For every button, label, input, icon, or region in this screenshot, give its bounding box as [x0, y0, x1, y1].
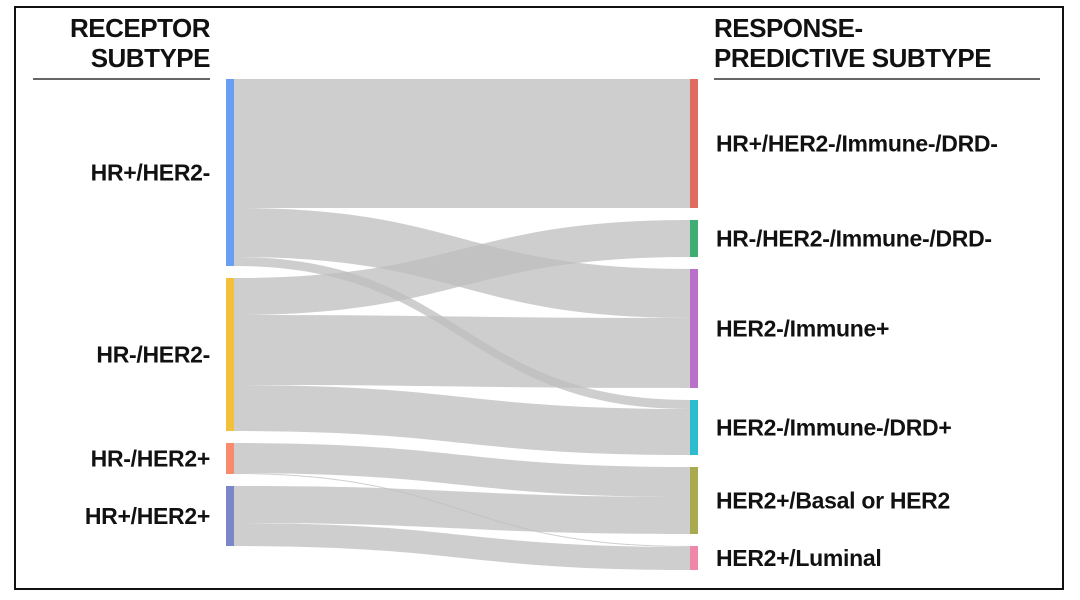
target-node-label: HER2+/Luminal — [716, 545, 881, 571]
target-node-bar — [690, 546, 698, 570]
target-node-bar — [690, 269, 698, 388]
source-node-bar — [226, 486, 234, 546]
source-node-label: HR-/HER2+ — [91, 446, 210, 472]
target-node-label: HER2-/Immune-/DRD+ — [716, 415, 952, 441]
source-node-bar — [226, 443, 234, 474]
target-node-label: HER2-/Immune+ — [716, 316, 889, 342]
target-node-bar — [690, 467, 698, 534]
left-title-line-2: SUBTYPE — [91, 43, 210, 73]
flow-link-HR+/HER2--to-HR+/HER2-/Immune-/DRD- — [234, 79, 690, 208]
figure-border — [14, 6, 1064, 590]
target-node-label: HR+/HER2-/Immune-/DRD- — [716, 131, 998, 157]
flow-link-HR-/HER2--to-HER2-/Immune+ — [234, 315, 690, 388]
source-node-label: HR+/HER2+ — [85, 503, 210, 529]
source-node-bar — [226, 79, 234, 266]
source-node-bar — [226, 278, 234, 431]
target-node-label: HR-/HER2-/Immune-/DRD- — [716, 226, 992, 252]
target-node-label: HER2+/Basal or HER2 — [716, 488, 950, 514]
target-node-bar — [690, 220, 698, 257]
source-node-label: HR+/HER2- — [91, 160, 210, 186]
flow-link-HR-/HER2--to-HR-/HER2-/Immune-/DRD- — [234, 220, 690, 315]
target-node-bar — [690, 400, 698, 455]
right-title-line-1: RESPONSE- — [714, 13, 863, 43]
flow-link-HR+/HER2+-to-HER2+/Basal or HER2 — [234, 486, 690, 534]
flow-link-HR+/HER2+-to-HER2+/Luminal — [234, 523, 690, 570]
left-title-line-1: RECEPTOR — [70, 13, 211, 43]
flow-link-HR-/HER2+-to-HER2+/Basal or HER2 — [234, 443, 690, 497]
right-title-line-2: PREDICTIVE SUBTYPE — [714, 43, 991, 73]
flow-link-HR-/HER2--to-HER2-/Immune-/DRD+ — [234, 385, 690, 455]
source-node-label: HR-/HER2- — [96, 342, 210, 368]
target-node-bar — [690, 79, 698, 208]
